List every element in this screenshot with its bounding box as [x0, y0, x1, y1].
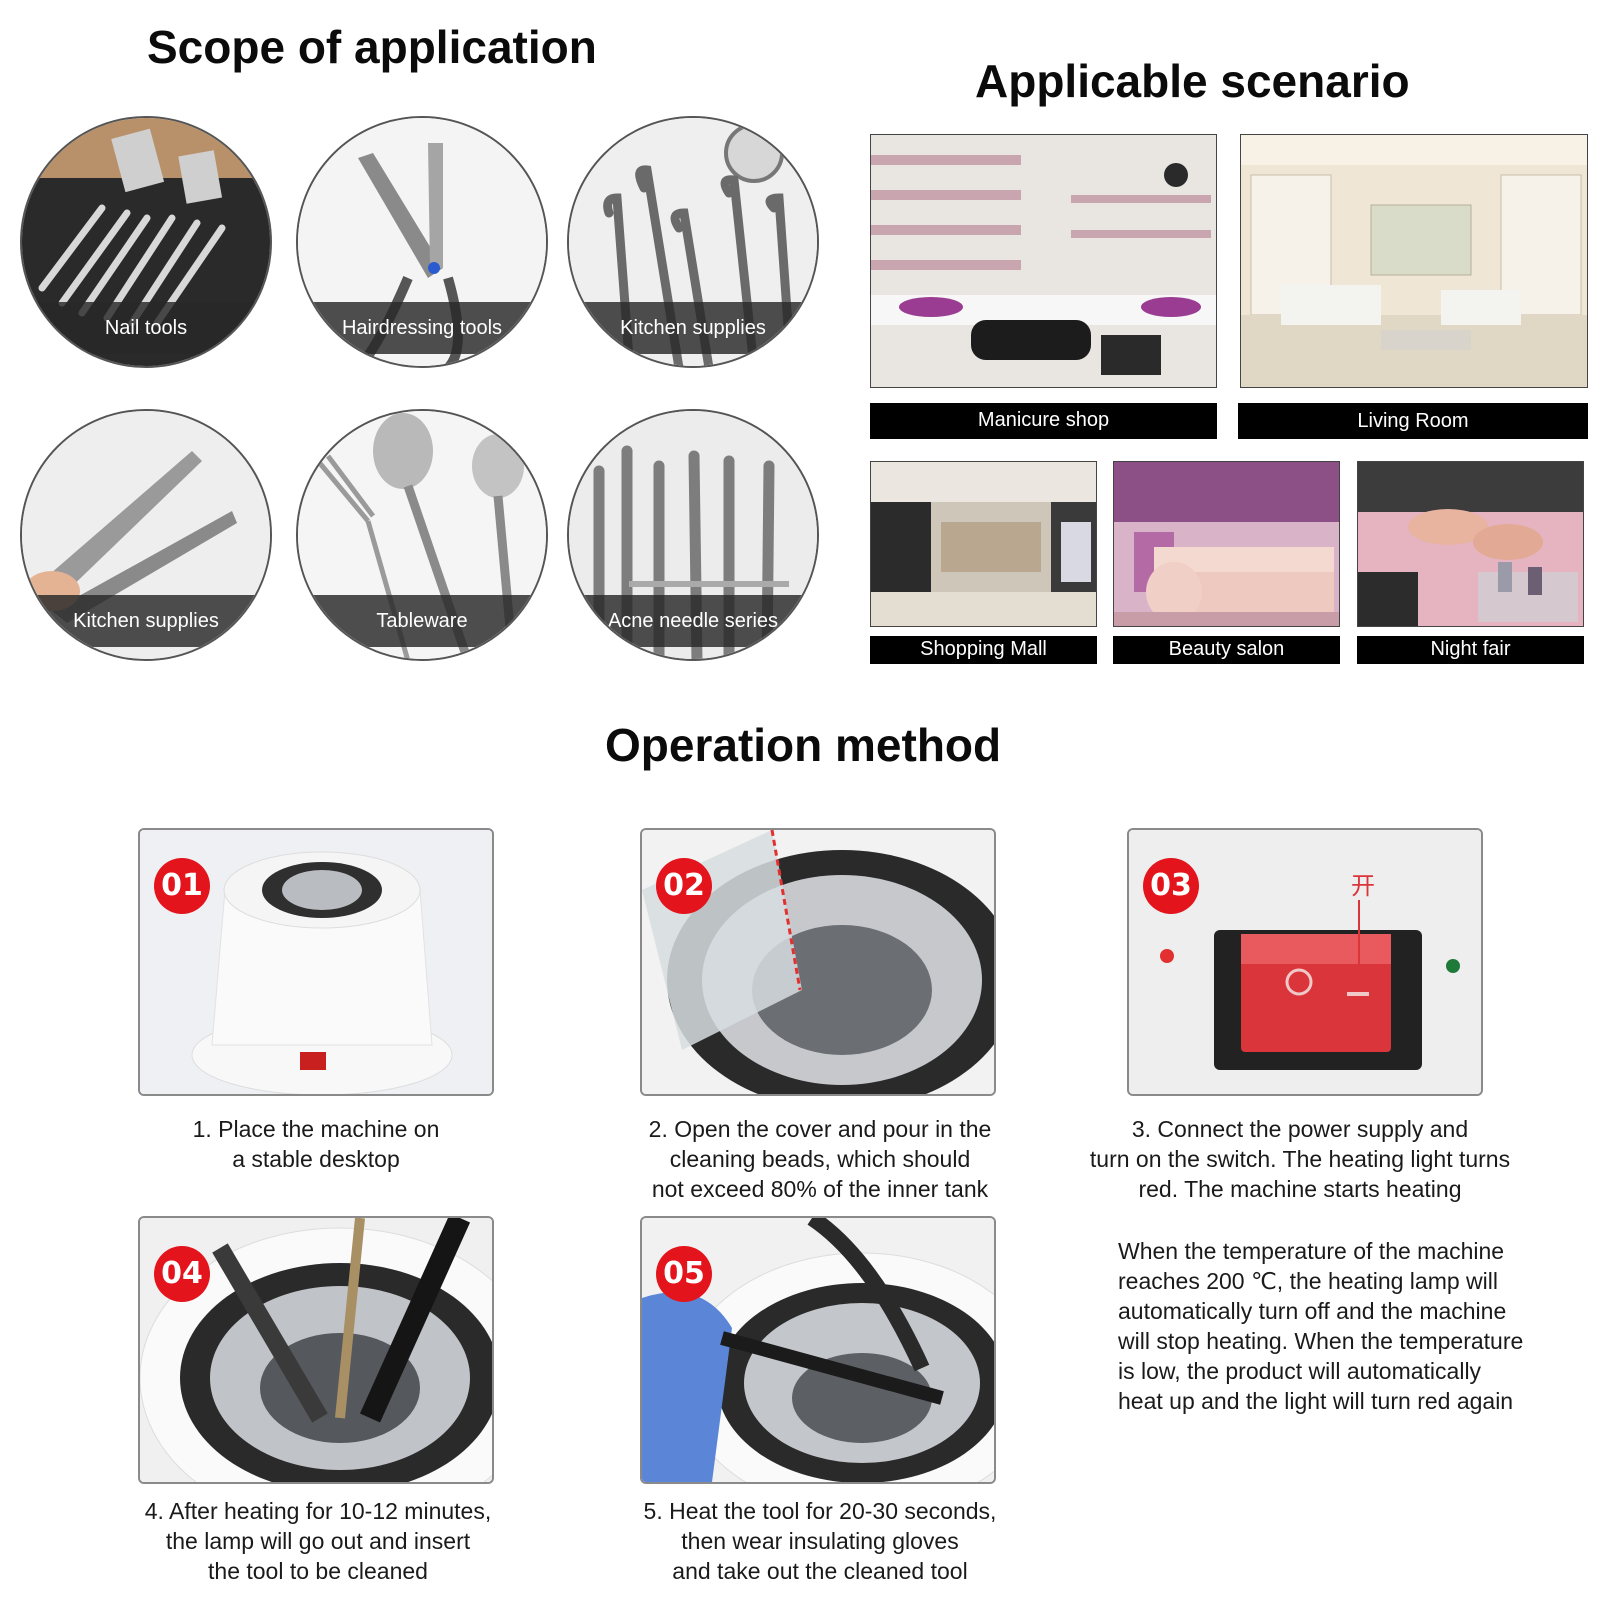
step-line: a stable desktop: [232, 1146, 400, 1172]
step-line: and take out the cleaned tool: [672, 1558, 968, 1584]
scope-item-acne-needle: Acne needle series: [567, 409, 819, 661]
scope-item-label: Acne needle series: [607, 610, 779, 632]
scope-item-label: Kitchen supplies: [620, 317, 766, 339]
scope-item-label: Kitchen supplies: [73, 610, 219, 632]
step-line: 2. Open the cover and pour in the: [648, 1116, 992, 1142]
step-01-photo: 01: [138, 828, 494, 1096]
scenario-night-fair-photo: [1357, 461, 1584, 627]
scope-item-tableware: Tableware: [296, 409, 548, 661]
scope-item-nail-tools: Nail tools: [20, 116, 272, 368]
scope-heading: Scope of application: [147, 21, 597, 73]
step-02-photo: 02: [640, 828, 996, 1096]
step-02-text: 2. Open the cover and pour in the cleani…: [610, 1114, 1030, 1204]
step-badge: 05: [656, 1246, 712, 1302]
scenario-shopping-mall-photo: [870, 461, 1097, 627]
scenario-manicure-shop-photo: [870, 134, 1217, 388]
step-badge: 02: [656, 858, 712, 914]
note-line: reaches 200 ℃, the heating lamp will: [1118, 1268, 1498, 1294]
step-05-photo: 05: [640, 1216, 996, 1484]
step-badge: 03: [1143, 858, 1199, 914]
operation-heading: Operation method: [605, 719, 1002, 771]
scenario-beauty-salon-photo: [1113, 461, 1340, 627]
step-badge: 04: [154, 1246, 210, 1302]
step-line: 4. After heating for 10-12 minutes,: [144, 1498, 492, 1524]
step-03-text: 3. Connect the power supply and turn on …: [1060, 1114, 1540, 1204]
step-line: 1. Place the machine on: [192, 1116, 440, 1142]
note-line: heat up and the light will turn red agai…: [1118, 1388, 1514, 1414]
scenario-living-room-photo: [1240, 134, 1588, 388]
step-line: not exceed 80% of the inner tank: [651, 1176, 989, 1202]
scope-item-hairdressing-tools: Hairdressing tools: [296, 116, 548, 368]
scenario-caption: Beauty salon: [1113, 636, 1340, 664]
scenario-caption: Manicure shop: [870, 403, 1217, 439]
scenario-caption: Living Room: [1238, 403, 1588, 439]
scenario-caption: Shopping Mall: [870, 636, 1097, 664]
step-03-photo: 03 开: [1127, 828, 1483, 1096]
scope-item-kitchen-supplies: Kitchen supplies: [567, 116, 819, 368]
step-05-text: 5. Heat the tool for 20-30 seconds, then…: [610, 1496, 1030, 1586]
step-01-text: 1. Place the machine on a stable desktop: [138, 1114, 494, 1174]
step-line: then wear insulating gloves: [681, 1528, 959, 1554]
step-badge: 01: [154, 858, 210, 914]
step-line: cleaning beads, which should: [669, 1146, 971, 1172]
step-line: 5. Heat the tool for 20-30 seconds,: [643, 1498, 997, 1524]
note-line: will stop heating. When the temperature: [1118, 1328, 1524, 1354]
step-line: 3. Connect the power supply and: [1131, 1116, 1469, 1142]
step-line: turn on the switch. The heating light tu…: [1089, 1146, 1511, 1172]
scope-item-label: Nail tools: [104, 317, 188, 339]
scope-item-kitchen-supplies-tongs: Kitchen supplies: [20, 409, 272, 661]
step-04-photo: 04: [138, 1216, 494, 1484]
note-line: When the temperature of the machine: [1118, 1238, 1505, 1264]
note-line: automatically turn off and the machine: [1118, 1298, 1507, 1324]
note-line: is low, the product will automatically: [1118, 1358, 1482, 1384]
scenario-caption: Night fair: [1357, 636, 1584, 664]
scope-item-label: Hairdressing tools: [341, 317, 503, 339]
switch-on-mark: 开: [1351, 872, 1375, 900]
step-04-text: 4. After heating for 10-12 minutes, the …: [108, 1496, 528, 1586]
scenario-heading: Applicable scenario: [975, 55, 1410, 107]
step-line: the tool to be cleaned: [208, 1558, 428, 1584]
scope-item-label: Tableware: [376, 610, 468, 632]
step-line: red. The machine starts heating: [1138, 1176, 1462, 1202]
temperature-note: When the temperature of the machine reac…: [1118, 1236, 1523, 1416]
step-line: the lamp will go out and insert: [165, 1528, 471, 1554]
